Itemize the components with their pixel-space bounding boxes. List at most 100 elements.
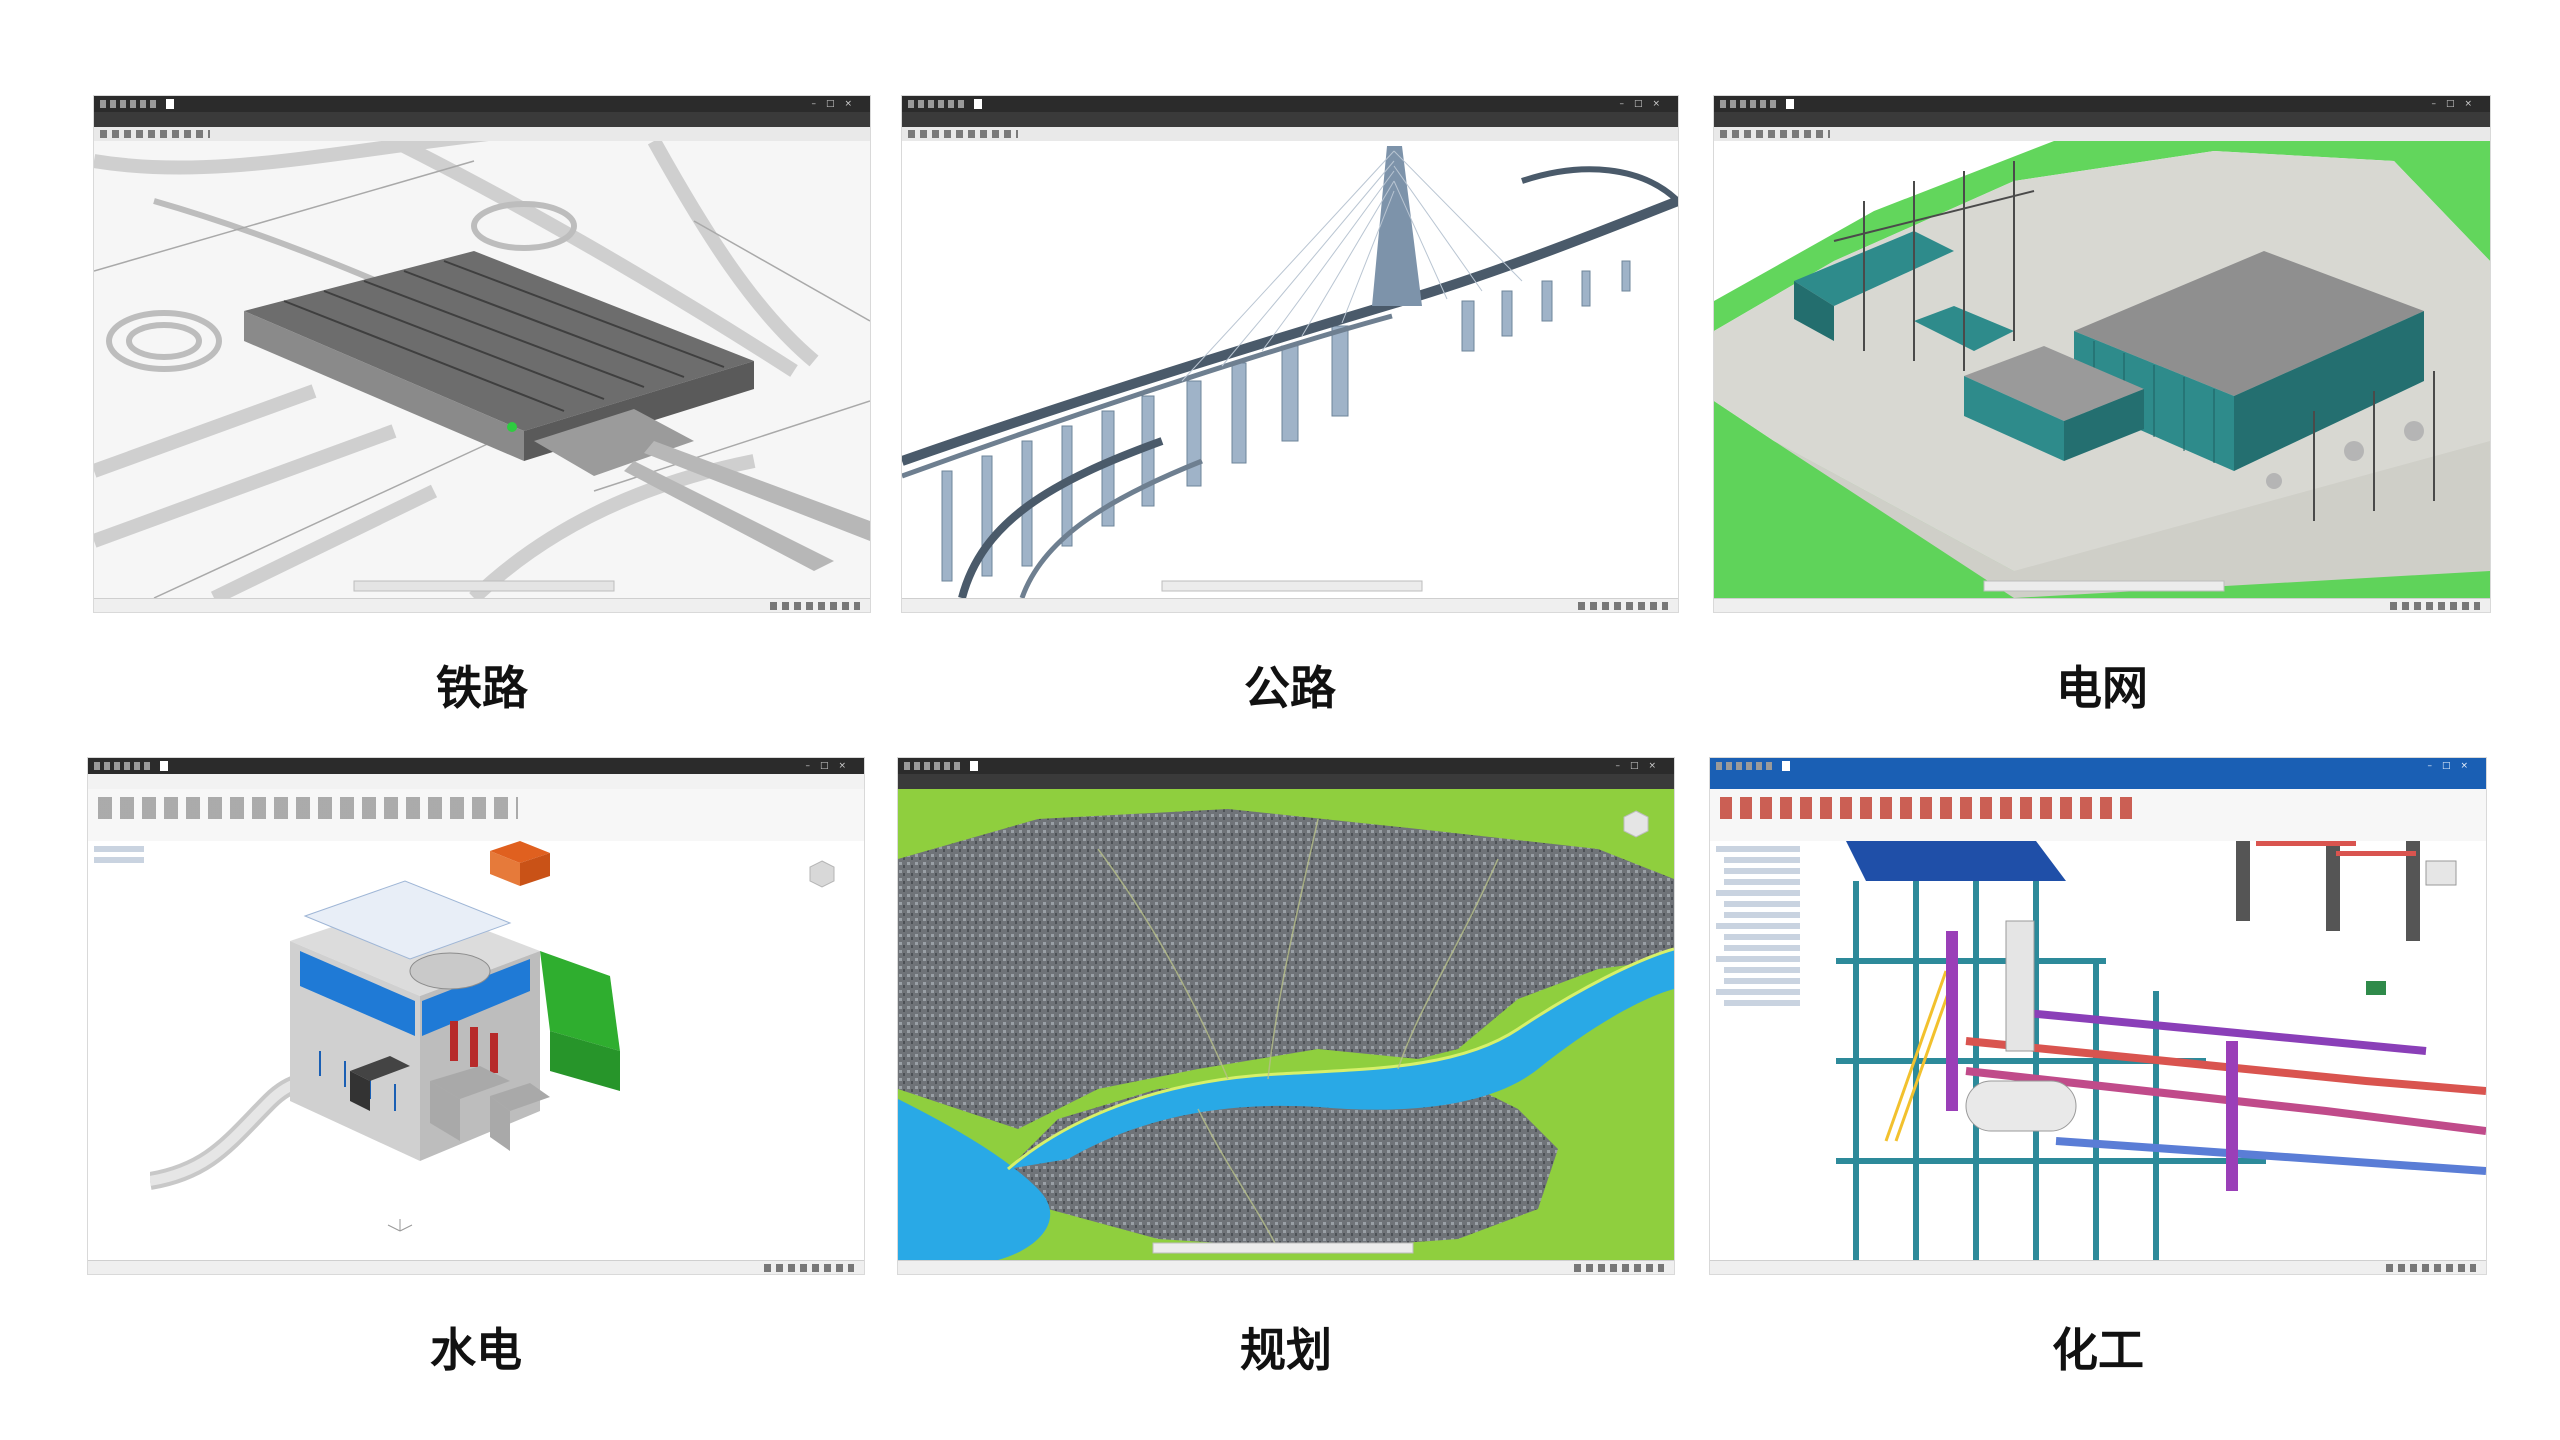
maximize-icon[interactable]: □ — [1629, 761, 1649, 771]
window-titlebar: –□× — [94, 96, 870, 112]
window-controls[interactable]: –□× — [1615, 758, 1666, 774]
menu-bar — [94, 112, 870, 127]
caption-railway: 铁路 — [436, 661, 528, 715]
city-planning-model — [898, 789, 1674, 1260]
3d-viewport-hydropower-plant[interactable] — [150, 841, 864, 1260]
hydropower-plant-model — [150, 841, 864, 1260]
toolbar[interactable] — [902, 127, 1678, 142]
status-bar — [1714, 598, 2490, 612]
panel-chemical: –□× — [1710, 758, 2486, 1274]
close-icon[interactable]: × — [844, 99, 862, 109]
close-icon[interactable]: × — [2464, 99, 2482, 109]
file-name — [1782, 761, 1790, 771]
toolbar[interactable] — [1714, 127, 2490, 142]
window-controls[interactable]: –□× — [1619, 96, 1670, 112]
railway-station-model — [94, 141, 870, 598]
panel-planning: –□× — [898, 758, 1674, 1274]
tree-item[interactable] — [94, 846, 144, 852]
minimize-icon[interactable]: – — [811, 99, 826, 109]
quick-access-toolbar[interactable] — [100, 100, 160, 108]
panel-hydropower: –□× — [88, 758, 864, 1274]
3d-viewport-bridge[interactable] — [902, 141, 1678, 598]
view-cube-icon — [1623, 810, 1649, 838]
status-bar — [898, 1260, 1674, 1274]
ribbon-toolbar[interactable] — [88, 789, 864, 842]
window-titlebar: –□× — [898, 758, 1674, 774]
window-titlebar: –□× — [1710, 758, 2486, 774]
menu-bar — [88, 774, 864, 790]
tree-item[interactable] — [1724, 857, 1800, 863]
tree-item[interactable] — [1716, 846, 1800, 852]
menu-bar — [1710, 774, 2486, 789]
close-icon[interactable]: × — [838, 761, 856, 771]
caption-hydropower: 水电 — [430, 1323, 522, 1377]
menu-bar — [898, 774, 1674, 789]
quick-access-toolbar[interactable] — [908, 100, 968, 108]
maximize-icon[interactable]: □ — [2441, 761, 2461, 771]
quick-access-toolbar[interactable] — [904, 762, 964, 770]
tree-item[interactable] — [1724, 879, 1800, 885]
chemical-plant-model — [1806, 841, 2486, 1260]
panel-power-grid: –□× — [1714, 96, 2490, 612]
quick-access-toolbar[interactable] — [94, 762, 154, 770]
ribbon-toolbar[interactable] — [1710, 789, 2486, 842]
window-titlebar: –□× — [88, 758, 864, 774]
minimize-icon[interactable]: – — [1619, 99, 1634, 109]
close-icon[interactable]: × — [1648, 761, 1666, 771]
panel-highway: –□× — [902, 96, 1678, 612]
caption-chemical: 化工 — [2052, 1323, 2144, 1377]
status-bar — [902, 598, 1678, 612]
3d-viewport-railway-station[interactable] — [94, 141, 870, 598]
status-bar — [94, 598, 870, 612]
window-titlebar: –□× — [1714, 96, 2490, 112]
tree-item[interactable] — [1716, 890, 1800, 896]
cable-stayed-bridge-model — [902, 141, 1678, 598]
window-controls[interactable]: –□× — [2431, 96, 2482, 112]
status-bar — [88, 1260, 864, 1274]
maximize-icon[interactable]: □ — [1633, 99, 1653, 109]
minimize-icon[interactable]: – — [2427, 761, 2442, 771]
window-controls[interactable]: –□× — [811, 96, 862, 112]
minimize-icon[interactable]: – — [1615, 761, 1630, 771]
toolbar[interactable] — [94, 127, 870, 142]
3d-viewport-city-model[interactable] — [898, 789, 1674, 1260]
menu-bar — [1714, 112, 2490, 127]
3d-viewport-substation[interactable] — [1714, 141, 2490, 598]
tree-item[interactable] — [1724, 967, 1800, 973]
file-name — [970, 761, 978, 771]
3d-viewport-chemical-plant[interactable] — [1806, 841, 2486, 1260]
panel-railway: –□× — [94, 96, 870, 612]
caption-power-grid: 电网 — [2056, 661, 2148, 715]
tree-item[interactable] — [1724, 945, 1800, 951]
window-titlebar: –□× — [902, 96, 1678, 112]
close-icon[interactable]: × — [1652, 99, 1670, 109]
tree-item[interactable] — [1724, 934, 1800, 940]
tree-item[interactable] — [1724, 868, 1800, 874]
view-cube-icon — [809, 860, 835, 888]
caption-planning: 规划 — [1240, 1323, 1332, 1377]
tree-item[interactable] — [1724, 901, 1800, 907]
maximize-icon[interactable]: □ — [819, 761, 839, 771]
tree-item[interactable] — [1716, 923, 1800, 929]
tree-item[interactable] — [1716, 956, 1800, 962]
tree-item[interactable] — [1724, 1000, 1800, 1006]
model-tree-panel[interactable] — [1710, 841, 1807, 1260]
tree-item[interactable] — [1724, 912, 1800, 918]
quick-access-toolbar[interactable] — [1720, 100, 1780, 108]
file-name — [1786, 99, 1794, 109]
tree-item[interactable] — [1724, 978, 1800, 984]
close-icon[interactable]: × — [2460, 761, 2478, 771]
window-controls[interactable]: –□× — [805, 758, 856, 774]
file-name — [974, 99, 982, 109]
maximize-icon[interactable]: □ — [2445, 99, 2465, 109]
status-bar — [1710, 1260, 2486, 1274]
file-name — [160, 761, 168, 771]
window-controls[interactable]: –□× — [2427, 758, 2478, 774]
maximize-icon[interactable]: □ — [825, 99, 845, 109]
minimize-icon[interactable]: – — [2431, 99, 2446, 109]
quick-access-toolbar[interactable] — [1716, 762, 1776, 770]
tree-item[interactable] — [1716, 989, 1800, 995]
project-tree-panel[interactable] — [88, 841, 151, 1260]
tree-item[interactable] — [94, 857, 144, 863]
minimize-icon[interactable]: – — [805, 761, 820, 771]
